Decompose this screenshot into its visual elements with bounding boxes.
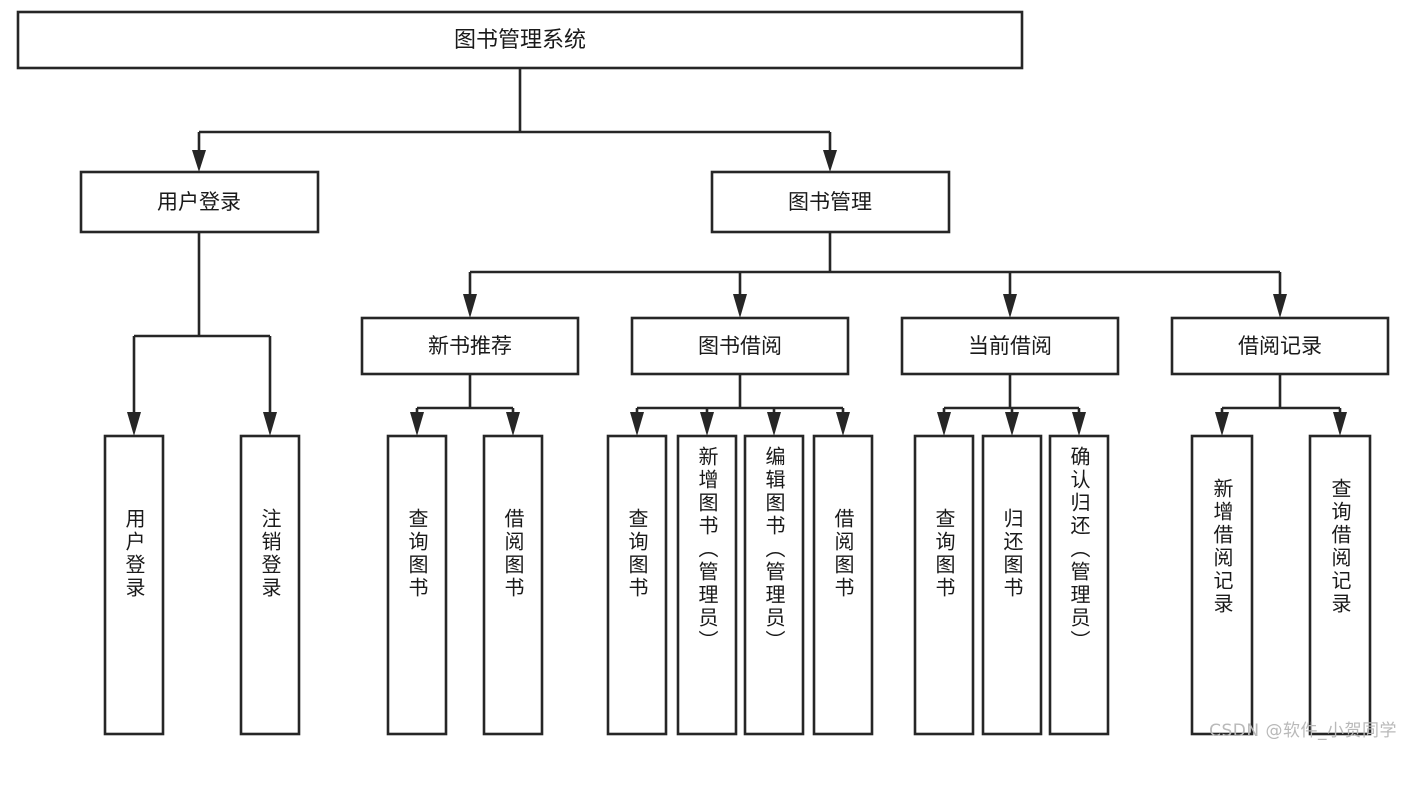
arrow-head-leaf-borrow-book-1 xyxy=(506,412,520,436)
node-leaf-query-book-3-rect[interactable] xyxy=(913,434,975,736)
arrow-head-leaf-query-book-2 xyxy=(630,412,644,436)
arrow-head-book-manage xyxy=(823,150,837,172)
csdn-watermark: CSDN @软件_小贺同学 xyxy=(1209,721,1397,741)
arrow-head-leaf-add-book xyxy=(700,412,714,436)
node-book-manage-label: 图书管理 xyxy=(788,190,872,214)
node-leaf-logout-rect[interactable] xyxy=(239,434,301,736)
node-leaf-borrow-book-2-rect[interactable] xyxy=(812,434,874,736)
arrow-head-new-book-recommend xyxy=(463,294,477,318)
arrow-head-leaf-borrow-book-2 xyxy=(836,412,850,436)
node-leaf-add-record-rect[interactable] xyxy=(1190,434,1254,736)
arrow-head-book-borrow xyxy=(733,294,747,318)
node-leaf-query-book-1-rect[interactable] xyxy=(386,434,448,736)
node-root[interactable]: 图书管理系统 xyxy=(16,10,1024,70)
node-book-manage-rect[interactable] xyxy=(710,170,951,234)
node-root-label: 图书管理系统 xyxy=(454,28,586,53)
arrow-head-leaf-add-record xyxy=(1215,412,1229,436)
node-leaf-confirm-return-rect[interactable] xyxy=(1048,434,1110,736)
node-current-borrow-rect[interactable] xyxy=(900,316,1120,376)
arrow-head-borrow-record xyxy=(1273,294,1287,318)
arrow-head-leaf-edit-book xyxy=(767,412,781,436)
node-book-borrow[interactable]: 图书借阅 xyxy=(630,316,850,376)
node-current-borrow-label: 当前借阅 xyxy=(968,334,1052,358)
node-user-login-label: 用户登录 xyxy=(157,190,241,214)
node-new-book-recommend-label: 新书推荐 xyxy=(428,334,512,358)
arrow-head-leaf-query-record xyxy=(1333,412,1347,436)
node-user-login[interactable]: 用户登录 xyxy=(79,170,320,234)
node-borrow-record[interactable]: 借阅记录 xyxy=(1170,316,1390,376)
node-new-book-recommend[interactable]: 新书推荐 xyxy=(360,316,580,376)
arrow-head-leaf-return-book xyxy=(1005,412,1019,436)
arrow-head-current-borrow xyxy=(1003,294,1017,318)
node-leaf-add-book-rect[interactable] xyxy=(676,434,738,736)
node-leaf-query-record-rect[interactable] xyxy=(1308,434,1372,736)
arrow-head-leaf-query-book-1 xyxy=(410,412,424,436)
node-leaf-return-book-rect[interactable] xyxy=(981,434,1043,736)
diagram-canvas: 图书管理系统 用户登录 图书管理 新书推荐 图书借阅 xyxy=(16,10,1397,741)
node-book-borrow-label: 图书借阅 xyxy=(698,334,782,358)
arrow-head-leaf-logout xyxy=(263,412,277,436)
arrow-head-leaf-confirm-return xyxy=(1072,412,1086,436)
node-current-borrow[interactable]: 当前借阅 xyxy=(900,316,1120,376)
arrow-head-leaf-query-book-3 xyxy=(937,412,951,436)
node-leaf-borrow-book-1-rect[interactable] xyxy=(482,434,544,736)
node-borrow-record-label: 借阅记录 xyxy=(1238,334,1322,358)
nodes-group: 图书管理系统 用户登录 图书管理 新书推荐 图书借阅 xyxy=(16,10,1390,736)
node-book-borrow-rect[interactable] xyxy=(630,316,850,376)
node-leaf-edit-book-rect[interactable] xyxy=(743,434,805,736)
arrow-head-user-login xyxy=(192,150,206,172)
node-leaf-user-login-rect[interactable] xyxy=(103,434,165,736)
node-borrow-record-rect[interactable] xyxy=(1170,316,1390,376)
node-new-book-recommend-rect[interactable] xyxy=(360,316,580,376)
node-user-login-rect[interactable] xyxy=(79,170,320,234)
arrow-head-leaf-user-login xyxy=(127,412,141,436)
node-leaf-query-book-2-rect[interactable] xyxy=(606,434,668,736)
tree-diagram-svg: 图书管理系统 用户登录 图书管理 新书推荐 图书借阅 xyxy=(16,10,1390,736)
connectors-group xyxy=(127,68,1347,436)
node-root-rect[interactable] xyxy=(16,10,1024,70)
node-book-manage[interactable]: 图书管理 xyxy=(710,170,951,234)
